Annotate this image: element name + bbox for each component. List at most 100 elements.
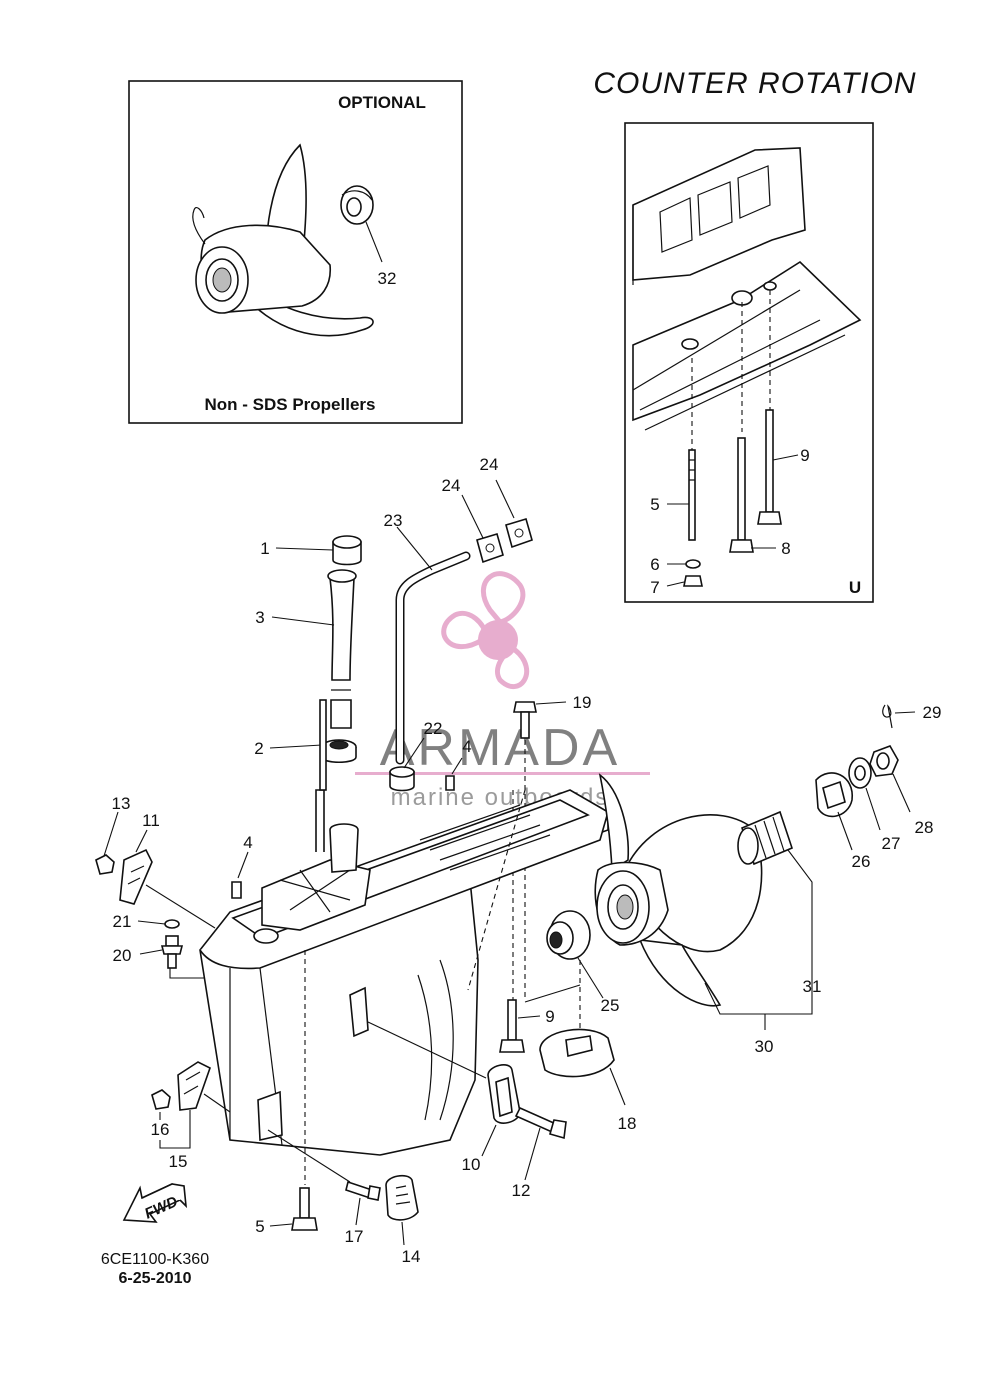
leader-12 bbox=[524, 1127, 541, 1181]
fitting-20-drawing bbox=[160, 935, 184, 969]
leader-11 bbox=[135, 829, 148, 853]
propeller-logo-icon bbox=[441, 571, 530, 689]
watermark-brand: ARMADA bbox=[380, 719, 620, 777]
optional-label: OPTIONAL bbox=[338, 93, 426, 112]
dowel-4-left-drawing bbox=[231, 881, 242, 899]
leader-4-upper bbox=[451, 757, 463, 775]
dashed-shaft bbox=[467, 789, 526, 991]
spacer-26-drawing bbox=[815, 772, 853, 818]
callout-15: 15 bbox=[169, 1152, 188, 1171]
dowel-4-upper-drawing bbox=[445, 775, 455, 791]
collar-1-drawing bbox=[332, 535, 362, 566]
callout-4-left: 4 bbox=[243, 833, 252, 852]
washer-21-drawing bbox=[164, 919, 180, 929]
bolt-19-drawing bbox=[512, 701, 537, 1000]
callout-28: 28 bbox=[915, 818, 934, 837]
bolt-5-lower-drawing bbox=[291, 1187, 318, 1231]
leader-7 bbox=[666, 581, 685, 587]
callout-5-top: 5 bbox=[650, 495, 659, 514]
callout-29: 29 bbox=[923, 703, 942, 722]
nut-28-drawing bbox=[869, 745, 899, 777]
leader-19 bbox=[535, 701, 567, 705]
leader-9-top bbox=[772, 454, 799, 461]
leader-18 bbox=[609, 1067, 626, 1106]
callout-21: 21 bbox=[113, 912, 132, 931]
nut-16-drawing bbox=[151, 1089, 171, 1110]
leader-4-left bbox=[237, 851, 249, 879]
nut-13-drawing bbox=[95, 854, 115, 875]
callout-3: 3 bbox=[255, 608, 264, 627]
leader-3 bbox=[271, 616, 335, 626]
callout-32: 32 bbox=[378, 269, 397, 288]
callout-26: 26 bbox=[852, 852, 871, 871]
leader-2 bbox=[269, 744, 323, 749]
cover-15-drawing bbox=[177, 1061, 211, 1111]
doc-date: 6-25-2010 bbox=[119, 1270, 192, 1287]
callout-4-upper: 4 bbox=[462, 737, 471, 756]
callout-10: 10 bbox=[462, 1155, 481, 1174]
callout-9-lower: 9 bbox=[545, 1007, 554, 1026]
callout-31: 31 bbox=[803, 977, 822, 996]
callout-18: 18 bbox=[618, 1114, 637, 1133]
callout-27: 27 bbox=[882, 834, 901, 853]
leader-20-housing bbox=[169, 968, 205, 979]
lower-housing-drawing bbox=[199, 699, 609, 1156]
leader-17 bbox=[355, 1197, 361, 1226]
grommet-2-drawing bbox=[321, 739, 357, 764]
leader-17-housing bbox=[267, 1129, 351, 1183]
callout-7: 7 bbox=[650, 578, 659, 597]
seal-25-drawing bbox=[546, 910, 591, 960]
callout-24-a: 24 bbox=[442, 476, 461, 495]
leader-32 bbox=[365, 221, 383, 263]
callout-13: 13 bbox=[112, 794, 131, 813]
counter-box-corner-label: U bbox=[849, 578, 861, 597]
callout-14: 14 bbox=[402, 1247, 421, 1266]
callout-9-top: 9 bbox=[800, 446, 809, 465]
leader-25 bbox=[577, 957, 604, 999]
cotter-pin-29-drawing bbox=[882, 704, 893, 729]
water-tube-3-drawing bbox=[327, 569, 357, 729]
callout-12: 12 bbox=[512, 1181, 531, 1200]
leader-9-lower bbox=[517, 1015, 541, 1019]
leader-21 bbox=[137, 920, 166, 925]
washer-32-drawing bbox=[340, 185, 374, 225]
leader-shaft-link bbox=[524, 984, 581, 1003]
leader-15 bbox=[159, 1110, 191, 1149]
leader-27 bbox=[865, 787, 881, 831]
screw-12-drawing bbox=[514, 1106, 567, 1140]
callout-16: 16 bbox=[151, 1120, 170, 1139]
grommet-22-drawing bbox=[389, 766, 415, 792]
counter-bolts-drawing bbox=[683, 290, 782, 587]
doc-id: 6CE1100-K360 bbox=[101, 1251, 209, 1268]
callout-20: 20 bbox=[113, 946, 132, 965]
plate-14-drawing bbox=[385, 1174, 419, 1221]
clamp-24-drawing bbox=[476, 518, 533, 564]
leader-11-housing bbox=[145, 884, 216, 929]
leader-24-a bbox=[461, 494, 484, 539]
callout-1: 1 bbox=[260, 539, 269, 558]
callout-5-lower: 5 bbox=[255, 1217, 264, 1236]
optional-propeller-drawing bbox=[192, 143, 374, 337]
leader-5-lower bbox=[269, 1223, 293, 1227]
washer-27-drawing bbox=[848, 757, 872, 789]
leader-10-housing bbox=[367, 1021, 487, 1079]
leader-10 bbox=[481, 1124, 497, 1157]
anode-18-drawing bbox=[539, 1028, 615, 1078]
leader-30-31 bbox=[704, 841, 813, 1015]
optional-caption: Non - SDS Propellers bbox=[205, 395, 376, 414]
bracket-11-drawing bbox=[119, 848, 153, 905]
leader-23 bbox=[396, 526, 433, 571]
callout-30: 30 bbox=[755, 1037, 774, 1056]
callout-11: 11 bbox=[142, 811, 160, 830]
optional-box bbox=[128, 80, 463, 424]
screw-17-drawing bbox=[345, 1180, 381, 1201]
callout-8: 8 bbox=[781, 539, 790, 558]
leader-29 bbox=[894, 711, 916, 714]
leader-28 bbox=[892, 773, 911, 813]
leader-22 bbox=[403, 737, 425, 769]
leader-24-b bbox=[495, 479, 515, 519]
grommet-10-drawing bbox=[487, 1064, 521, 1124]
callout-19: 19 bbox=[573, 693, 592, 712]
